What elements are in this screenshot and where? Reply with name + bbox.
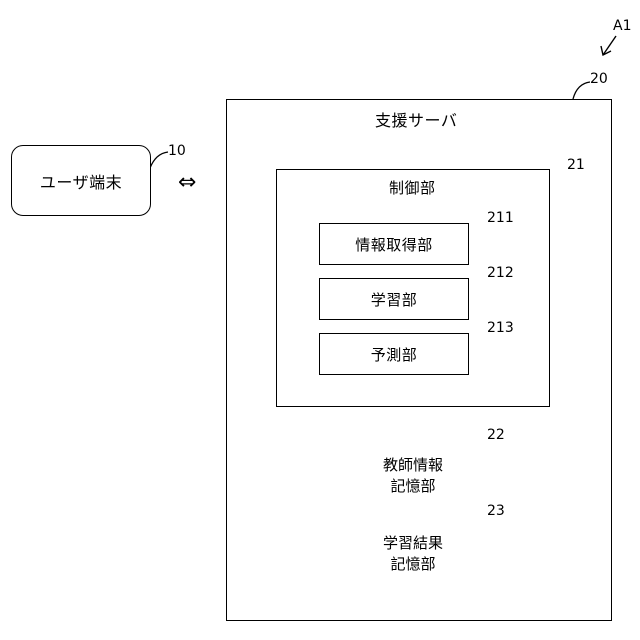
leader-20 bbox=[573, 82, 590, 99]
learning-ref: 212 bbox=[487, 265, 514, 281]
prediction-label: 予測部 bbox=[371, 344, 418, 365]
teacher-storage-line2: 記憶部 bbox=[358, 476, 468, 497]
control-unit-ref: 21 bbox=[567, 157, 585, 173]
teacher-storage-label: 教師情報 記憶部 bbox=[358, 455, 468, 497]
result-storage-label: 学習結果 記憶部 bbox=[358, 533, 468, 575]
result-storage-line1: 学習結果 bbox=[358, 533, 468, 554]
figure-arrow bbox=[601, 36, 616, 55]
info-acquisition-box: 情報取得部 bbox=[319, 223, 469, 265]
prediction-ref: 213 bbox=[487, 320, 514, 336]
connection-arrow: ⇔ bbox=[178, 170, 197, 195]
info-acquisition-ref: 211 bbox=[487, 210, 514, 226]
figure-label: A1 bbox=[613, 18, 631, 34]
control-unit-label: 制御部 bbox=[389, 177, 436, 198]
user-terminal-box: ユーザ端末 bbox=[11, 145, 151, 216]
teacher-storage-ref: 22 bbox=[487, 427, 505, 443]
leader-10 bbox=[150, 152, 168, 168]
support-server-label: 支援サーバ bbox=[375, 107, 457, 131]
result-storage-line2: 記憶部 bbox=[358, 554, 468, 575]
info-acquisition-label: 情報取得部 bbox=[355, 234, 433, 255]
learning-box: 学習部 bbox=[319, 278, 469, 320]
result-storage-ref: 23 bbox=[487, 503, 505, 519]
prediction-box: 予測部 bbox=[319, 333, 469, 375]
support-server-ref: 20 bbox=[590, 71, 608, 87]
user-terminal-label: ユーザ端末 bbox=[40, 169, 122, 193]
learning-label: 学習部 bbox=[371, 289, 418, 310]
teacher-storage-line1: 教師情報 bbox=[358, 455, 468, 476]
user-terminal-ref: 10 bbox=[168, 143, 186, 159]
